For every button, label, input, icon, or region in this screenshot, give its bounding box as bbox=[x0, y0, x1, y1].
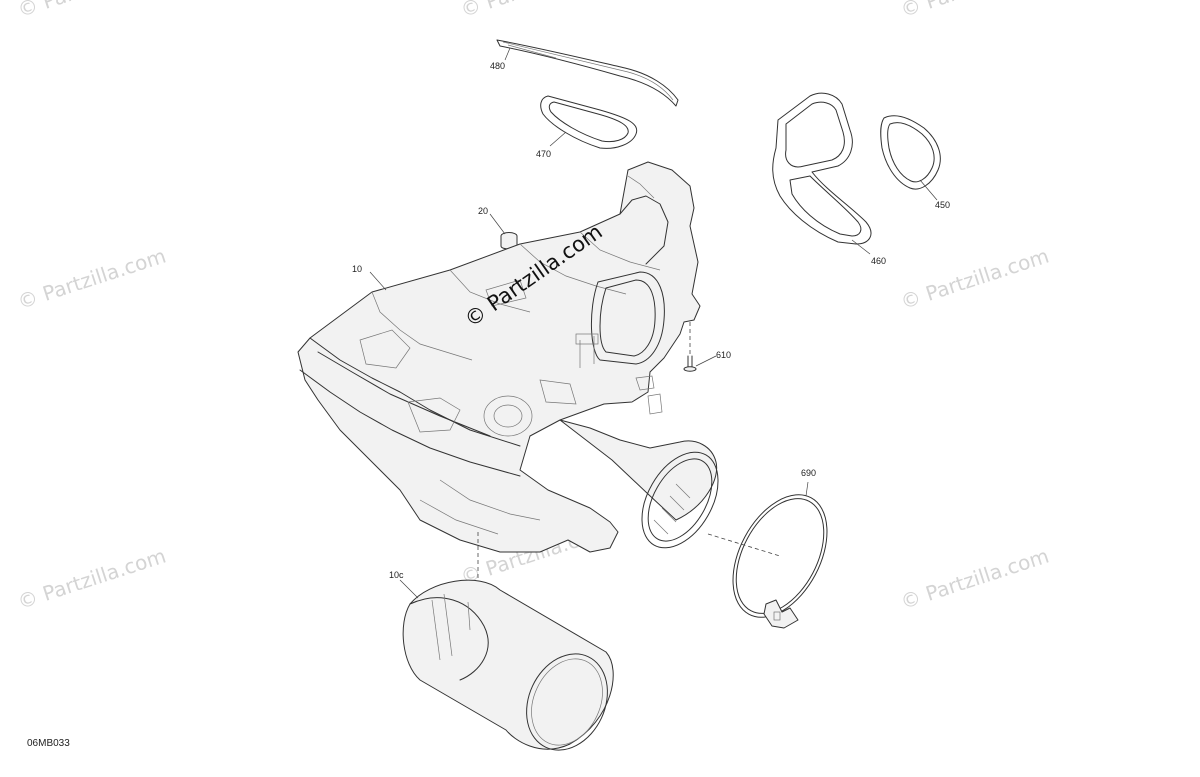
callout-690: 690 bbox=[801, 468, 817, 478]
part-480-seal-strip bbox=[496, 39, 679, 107]
diagram-id: 06MB033 bbox=[27, 738, 70, 749]
callout-10c: 10c bbox=[389, 570, 404, 580]
callout-20: 20 bbox=[478, 206, 489, 216]
callout-460: 460 bbox=[871, 256, 887, 266]
leader-lines bbox=[369, 47, 938, 599]
callout-480: 480 bbox=[490, 61, 506, 71]
part-450-small-gasket bbox=[880, 115, 941, 190]
part-10-airbox bbox=[297, 161, 719, 553]
callout-10: 10 bbox=[352, 264, 363, 274]
callout-450: 450 bbox=[935, 200, 951, 210]
part-610-screw bbox=[683, 322, 697, 372]
callout-610: 610 bbox=[716, 350, 732, 360]
part-10c-filter-tube bbox=[402, 532, 614, 751]
part-690-clamp bbox=[707, 494, 828, 629]
part-470-gasket bbox=[540, 95, 638, 149]
callout-470: 470 bbox=[536, 149, 552, 159]
part-460-large-gasket bbox=[772, 92, 872, 245]
